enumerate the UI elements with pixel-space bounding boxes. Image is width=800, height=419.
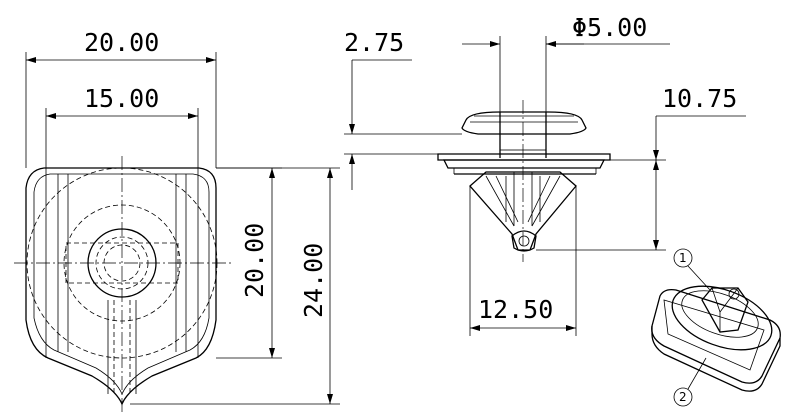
dim-height-total: 24.00: [299, 243, 328, 318]
dim-height-body: 20.00: [240, 223, 269, 298]
dim-head-thickness: 2.75: [344, 28, 404, 57]
isometric-view: [651, 248, 781, 407]
top-view: [14, 52, 340, 412]
dim-grip-length: 10.75: [662, 84, 737, 113]
dim-width-inner: 15.00: [84, 84, 159, 113]
side-view: [344, 36, 746, 336]
dim-width-outer: 20.00: [84, 28, 159, 57]
dim-shank-diameter: Φ5.00: [572, 13, 647, 42]
callout-part-1: 1: [679, 251, 687, 265]
callout-part-2: 2: [679, 390, 687, 404]
dim-leg-span: 12.50: [478, 295, 553, 324]
